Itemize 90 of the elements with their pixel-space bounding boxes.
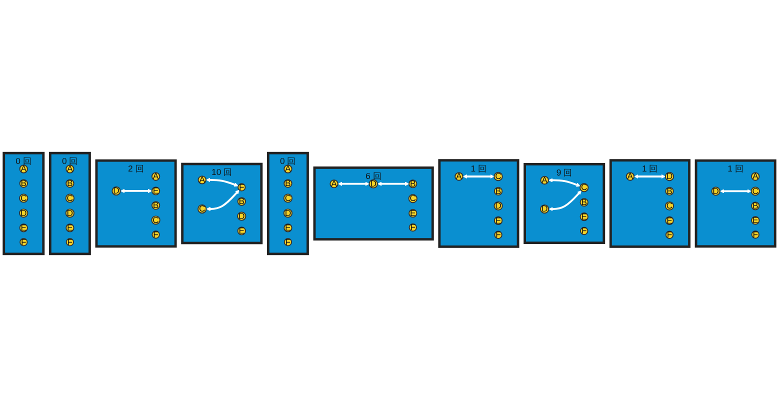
node-label: 10 回	[212, 167, 232, 178]
arrow	[120, 188, 152, 194]
cluster	[609, 159, 690, 248]
node-circle: C	[19, 194, 28, 203]
node-circle: A	[19, 164, 28, 174]
node-circle: A	[540, 176, 549, 185]
node-label: 0 回	[16, 156, 32, 166]
node-circle: C	[494, 172, 503, 182]
node-label: 9 回	[556, 168, 572, 178]
node-circle: E	[408, 208, 418, 218]
node-circle: E	[494, 216, 503, 225]
node-circle: E	[19, 224, 28, 232]
arrow	[338, 182, 370, 186]
node-circle: E	[151, 186, 160, 196]
node-circle: D	[19, 208, 28, 218]
node-circle: B	[151, 201, 160, 210]
arrow	[634, 174, 666, 179]
node-circle: A	[66, 164, 74, 174]
cluster	[95, 159, 177, 248]
arrow	[377, 182, 410, 186]
cluster	[694, 159, 776, 248]
cluster	[181, 162, 263, 244]
node-circle: C	[65, 194, 75, 203]
cluster	[438, 159, 520, 248]
node-circle: D	[494, 201, 503, 210]
node-circle: C	[664, 201, 674, 210]
node-circle: C	[580, 183, 589, 192]
cluster	[313, 166, 434, 241]
node-circle: B	[751, 202, 760, 210]
node-circle: C	[198, 204, 207, 214]
cluster	[524, 162, 606, 244]
node-label: 1 回	[470, 164, 487, 174]
node-circle: C	[408, 194, 418, 204]
arrow	[206, 190, 240, 212]
node-label: 6 回	[366, 171, 382, 181]
node-circle: A	[198, 176, 206, 184]
node-circle: E	[237, 226, 246, 236]
node-circle: E	[580, 212, 588, 222]
node-circle: F	[580, 226, 588, 236]
node-label: 1 回	[642, 164, 658, 174]
node-circle: E	[751, 216, 760, 225]
node-circle: E	[66, 224, 74, 232]
node-circle: D	[711, 186, 720, 196]
node-circle: D	[283, 208, 293, 218]
node-circle: B	[284, 179, 292, 188]
node-circle: F	[284, 238, 292, 246]
node-circle: A	[284, 164, 292, 174]
node-circle: B	[580, 198, 588, 207]
arrow	[548, 190, 582, 212]
node-circle: E	[665, 216, 674, 225]
node-circle: F	[66, 238, 74, 246]
node-circle: F	[152, 230, 160, 239]
node-circle: A	[454, 172, 464, 181]
arrow	[548, 178, 580, 187]
node-circle: A	[626, 172, 635, 181]
node-circle: B	[494, 186, 503, 196]
arrow	[462, 174, 494, 179]
node-circle: A	[330, 180, 338, 188]
node-circle: A	[751, 172, 760, 181]
node-circle: D	[540, 204, 550, 214]
node-circle: A	[151, 172, 160, 181]
node-circle: E	[284, 224, 292, 232]
node-label: 0 回	[280, 156, 296, 166]
node-circle: D	[664, 172, 674, 182]
node-label: 2 回	[128, 164, 144, 174]
node-label: 1 回	[728, 164, 744, 174]
node-circle: D	[237, 212, 246, 221]
node-circle: F	[20, 238, 28, 246]
node-label: 0 回	[62, 156, 78, 166]
node-circle: C	[750, 186, 760, 196]
node-circle: F	[494, 230, 502, 239]
node-circle: B	[408, 180, 418, 188]
node-circle: C	[283, 194, 293, 203]
node-circle: F	[751, 230, 760, 239]
node-circle: B	[665, 186, 674, 196]
node-circle: F	[238, 183, 246, 192]
cluster	[2, 152, 45, 256]
node-circle: D	[112, 186, 121, 196]
cluster	[48, 152, 91, 256]
node-circle: F	[408, 223, 417, 232]
cluster	[266, 152, 309, 256]
node-circle: D	[65, 208, 75, 218]
arrow	[720, 189, 752, 194]
node-circle: C	[151, 216, 160, 225]
node-circle: D	[368, 179, 378, 188]
node-circle: B	[237, 197, 246, 206]
arrow	[206, 178, 238, 187]
node-circle: B	[19, 179, 28, 188]
node-circle: F	[665, 230, 674, 239]
node-circle: B	[66, 179, 74, 188]
